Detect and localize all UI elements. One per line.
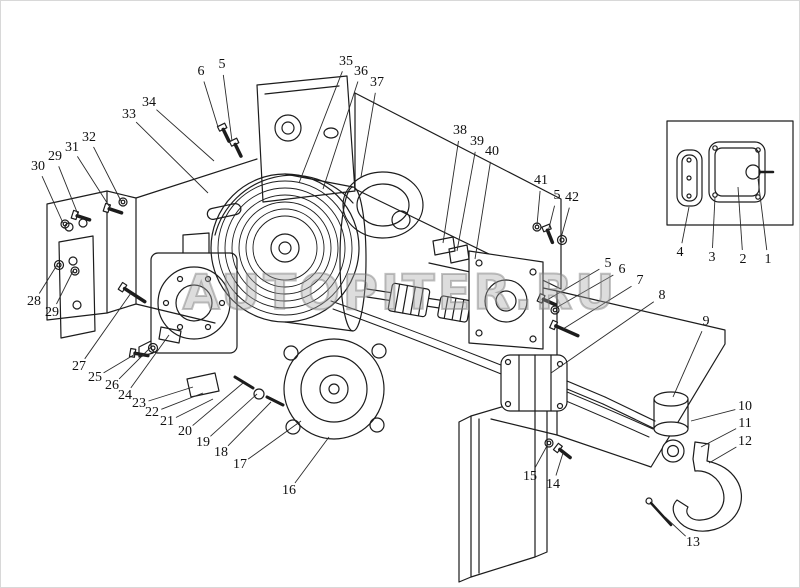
callout-6: 6 <box>197 64 205 79</box>
roller-lever <box>602 391 689 437</box>
callout-29: 29 <box>45 305 59 320</box>
callout-31: 31 <box>65 140 79 155</box>
callout-13: 13 <box>686 535 700 550</box>
callout-38: 38 <box>453 123 467 138</box>
callout-16: 16 <box>282 483 296 498</box>
callout-36: 36 <box>354 64 368 79</box>
callout-5: 5 <box>218 57 226 72</box>
worm-gearbox <box>138 232 238 358</box>
callout-41: 41 <box>534 173 548 188</box>
winch-cable <box>330 300 654 438</box>
pto-gearbox <box>500 354 606 412</box>
bearing-bracket <box>432 236 544 350</box>
callout-24: 24 <box>118 388 132 403</box>
callout-40: 40 <box>485 144 499 159</box>
callout-2: 2 <box>739 252 747 267</box>
callout-39: 39 <box>470 134 484 149</box>
callout-10: 10 <box>738 399 752 414</box>
inset-cover <box>708 141 775 203</box>
callout-17: 17 <box>233 457 247 472</box>
callout-33: 33 <box>122 107 136 122</box>
callout-5: 5 <box>553 188 561 203</box>
callout-8: 8 <box>658 288 666 303</box>
inset-gasket <box>676 149 703 207</box>
callout-29: 29 <box>48 149 62 164</box>
callout-23: 23 <box>132 396 146 411</box>
callout-9: 9 <box>702 314 710 329</box>
callout-26: 26 <box>105 378 119 393</box>
callout-28: 28 <box>27 294 41 309</box>
callout-15: 15 <box>523 469 537 484</box>
callout-4: 4 <box>676 245 684 260</box>
callout-5: 5 <box>604 256 612 271</box>
callout-42: 42 <box>565 190 579 205</box>
callout-19: 19 <box>196 435 210 450</box>
callout-35: 35 <box>339 54 353 69</box>
callout-25: 25 <box>88 370 102 385</box>
callout-1: 1 <box>764 252 772 267</box>
callout-32: 32 <box>82 130 96 145</box>
callout-6: 6 <box>618 262 626 277</box>
callout-11: 11 <box>738 416 752 431</box>
callout-37: 37 <box>370 75 384 90</box>
callout-34: 34 <box>142 95 156 110</box>
callout-7: 7 <box>636 273 644 288</box>
callout-3: 3 <box>708 250 716 265</box>
drive-shaft <box>366 282 486 323</box>
callout-30: 30 <box>31 159 45 174</box>
callout-21: 21 <box>160 414 174 429</box>
callout-12: 12 <box>738 434 752 449</box>
callout-20: 20 <box>178 424 192 439</box>
callout-14: 14 <box>546 477 560 492</box>
callout-18: 18 <box>214 445 228 460</box>
callout-22: 22 <box>145 405 159 420</box>
callout-27: 27 <box>72 359 86 374</box>
